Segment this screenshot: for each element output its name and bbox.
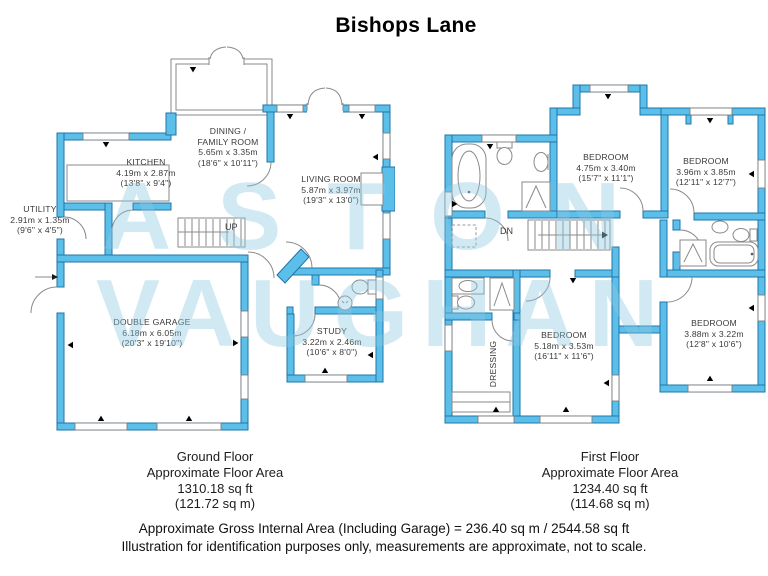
ground-floor-plan [30, 46, 395, 431]
dining-family-room-label: DINING / FAMILY ROOM 5.65m x 3.35m (18'6… [197, 126, 259, 168]
dressing-label: DRESSING [488, 340, 498, 388]
sink-icon [533, 152, 549, 172]
first-floor-windows [444, 84, 766, 424]
bathtub-icon [451, 143, 487, 209]
gross-area-text: Approximate Gross Internal Area (Includi… [138, 521, 630, 536]
shower-icon [521, 181, 551, 212]
disclaimer-text: Illustration for identification purposes… [121, 539, 647, 554]
kitchen-label: KITCHEN 4.19m x 2.87m (13'8" x 9'4") [116, 157, 176, 189]
dining-bay-projection [170, 46, 273, 116]
ensuite-shower-icon [679, 239, 707, 267]
wc-toilet-icon [351, 279, 377, 295]
stairs-up [177, 217, 246, 248]
bedroom1-label: BEDROOM 4.75m x 3.40m (15'7" x 11'1") [576, 152, 636, 184]
shower-room-shower-icon [489, 277, 515, 311]
ensuite-sink-icon [711, 220, 729, 234]
wc-basin-icon [337, 295, 353, 311]
shower-room-sink-icon [451, 277, 485, 295]
toilet-icon [496, 141, 513, 165]
bedroom4-label: BEDROOM 3.88m x 3.22m (12'8" x 10'6") [684, 318, 744, 350]
kitchen-counter [66, 164, 170, 202]
direction-arrows [67, 67, 378, 421]
loft-hatch [451, 224, 477, 248]
first-floor-plan [444, 84, 766, 424]
ground-floor-door-arcs [30, 161, 342, 337]
ground-floor-windows [74, 104, 391, 431]
ensuite-bathtub-icon [709, 241, 759, 267]
ground-floor-caption: Ground Floor Approximate Floor Area 1310… [146, 449, 284, 512]
chimney-breast [360, 172, 384, 206]
utility-pointer-arrow [35, 274, 58, 280]
bedroom3-label: BEDROOM 5.18m x 3.53m (16'11" x 11'6") [534, 330, 594, 362]
study-label: STUDY 3.22m x 2.46m (10'6" x 8'0") [302, 326, 362, 358]
shower-room-toilet-icon [451, 295, 475, 310]
bedroom2-label: BEDROOM 3.96m x 3.85m (12'11" x 12'7") [675, 156, 737, 188]
stairs-up-label: UP [225, 222, 238, 232]
ensuite-toilet-icon [732, 228, 758, 242]
stairs-down [527, 219, 611, 251]
utility-label: UTILITY 2.91m x 1.35m (9'6" x 4'5") [10, 204, 70, 236]
wardrobe [451, 391, 511, 413]
ground-floor-walls [56, 104, 395, 431]
first-floor-caption: First Floor Approximate Floor Area 1234.… [541, 449, 679, 512]
stairs-down-label: DN [500, 226, 513, 236]
double-garage-label: DOUBLE GARAGE 6.18m x 6.05m (20'3" x 19'… [113, 317, 191, 349]
page-title: Bishops Lane [335, 14, 477, 37]
living-room-label: LIVING ROOM 5.87m x 3.97m (19'3" x 13'0"… [301, 174, 361, 206]
living-room-french-doors [306, 87, 344, 113]
